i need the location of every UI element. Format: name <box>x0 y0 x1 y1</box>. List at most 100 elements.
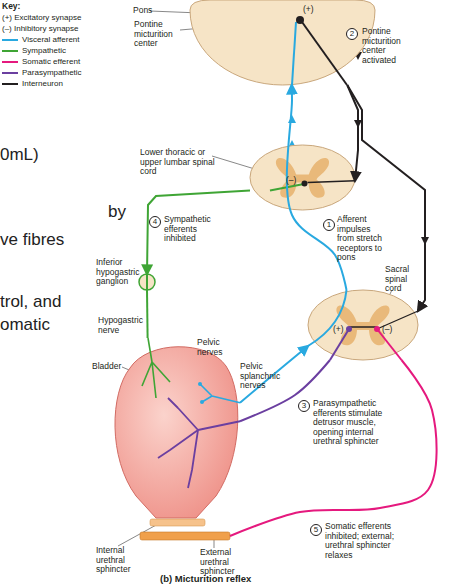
node-label: Bladder <box>92 362 132 372</box>
sphincter-muscle <box>140 532 230 540</box>
nerve-fibre <box>158 398 240 488</box>
legend-swatch <box>2 50 18 52</box>
step-note: Parasympathetic efferents stimulate detr… <box>313 399 391 447</box>
bladder: Bladder <box>108 338 240 523</box>
callout-number: 5 <box>310 524 322 536</box>
cropped-text: omatic <box>0 316 80 335</box>
spinal-cord-section: Sacral spinal cord <box>308 290 418 360</box>
legend-swatch <box>2 39 18 41</box>
nerve-pathway <box>240 346 308 403</box>
nerve-fibre <box>308 181 356 183</box>
nerve-pathway <box>230 360 437 536</box>
stretch-receptor <box>198 382 202 386</box>
gray-matter <box>309 158 330 198</box>
nerve-pathway <box>347 85 425 311</box>
pons-outline <box>190 0 375 85</box>
node-label: Lower thoracic or upper lumbar spinal co… <box>140 148 215 177</box>
synapse-sign: (–) <box>286 176 302 186</box>
shape-outline <box>250 145 355 210</box>
legend-swatch <box>2 83 18 85</box>
legend-text: (–) Inhibitory synapse <box>2 24 78 33</box>
legend-text: Interneuron <box>22 79 63 88</box>
nerve-fibre <box>349 311 418 329</box>
nerve-fibre <box>146 274 148 290</box>
sphincter-band: Internal urethral sphincter <box>150 519 205 526</box>
caption: (b) Micturition reflex <box>160 574 251 585</box>
structure-label: Pontine micturition center <box>134 20 182 49</box>
node-label: Inferior hypogastric ganglion <box>96 258 140 287</box>
step-note: Somatic efferents inhibited; external; u… <box>325 522 413 560</box>
arrow-head <box>354 120 362 128</box>
nerve-fibre <box>200 384 240 403</box>
nerve-fibre <box>270 184 307 191</box>
cropped-text: trol, and <box>0 293 95 312</box>
arrow-head <box>421 237 429 245</box>
gray-matter <box>356 322 370 330</box>
nerve-fibre <box>377 329 402 360</box>
sphincter-muscle <box>150 519 205 526</box>
cord-outline <box>308 290 418 360</box>
arrow-head <box>288 115 296 123</box>
nerve-fibre <box>308 290 347 346</box>
synapse-sign: (+) <box>333 325 349 335</box>
legend-text: Parasympathetic <box>22 68 82 77</box>
shape-outline <box>190 0 375 85</box>
legend-row: Interneuron <box>2 80 63 89</box>
legend-row: Somatic efferent <box>2 58 80 67</box>
legend-swatch <box>2 61 18 63</box>
synapse-sign: (–) <box>382 325 398 335</box>
gray-matter <box>336 306 357 346</box>
nerve-fibre <box>292 22 296 85</box>
legend-row: Visceral afferent <box>2 36 80 45</box>
step-note: Pontine micturition center activated <box>362 27 410 65</box>
nerve-pathway <box>146 290 149 338</box>
nerve-label: Hypogastric nerve <box>98 316 142 335</box>
shape-outline <box>108 338 240 523</box>
nerve-pathway <box>347 85 358 181</box>
callout-number: 4 <box>149 216 161 228</box>
cord-outline <box>250 145 355 210</box>
neuron-body <box>296 16 304 24</box>
nerve-pathway <box>287 85 347 290</box>
legend-text: Sympathetic <box>22 46 66 55</box>
callout-number: 2 <box>346 28 358 40</box>
gray-matter <box>276 158 297 198</box>
synapse-sign: (+) <box>303 5 319 15</box>
shape-outline <box>150 519 205 526</box>
nerve-pathway <box>147 191 250 275</box>
cropped-text: by <box>108 203 138 222</box>
nerve-pathway <box>240 360 330 421</box>
stretch-receptor <box>200 400 204 404</box>
legend-row: (–) Inhibitory synapse <box>2 25 78 34</box>
nerve-label: Pelvic splanchnic nerves <box>240 362 288 391</box>
cropped-text: ve fibres <box>0 231 95 250</box>
legend-row: (+) Excitatory synapse <box>2 14 81 23</box>
shape-outline <box>140 532 230 540</box>
node-label: Sacral spinal cord <box>385 265 420 294</box>
neuron-body <box>302 181 308 187</box>
ganglion-body <box>139 274 155 290</box>
nerve-fibre <box>330 329 349 360</box>
shape-outline <box>308 290 418 360</box>
spinal-cord-section: Lower thoracic or upper lumbar spinal co… <box>250 145 355 210</box>
legend-text: (+) Excitatory synapse <box>2 13 81 22</box>
callout-number: 1 <box>323 219 335 231</box>
node-label: External urethral sphincter <box>200 548 255 577</box>
callout-number: 3 <box>298 400 310 412</box>
legend-row: Sympathetic <box>2 47 66 56</box>
leader-line <box>212 156 258 170</box>
legend-row: Parasympathetic <box>2 69 82 78</box>
ganglion: Inferior hypogastric ganglion <box>139 274 155 290</box>
bladder-wall <box>115 347 238 518</box>
legend-swatch <box>2 72 18 74</box>
legend-text: Somatic efferent <box>22 57 80 66</box>
legend-heading: Key: <box>2 2 42 12</box>
cropped-text: 0mL) <box>0 146 60 165</box>
pons-section: Pons <box>190 0 375 85</box>
shape-outline <box>139 274 155 290</box>
node-label: Internal urethral sphincter <box>96 546 144 575</box>
